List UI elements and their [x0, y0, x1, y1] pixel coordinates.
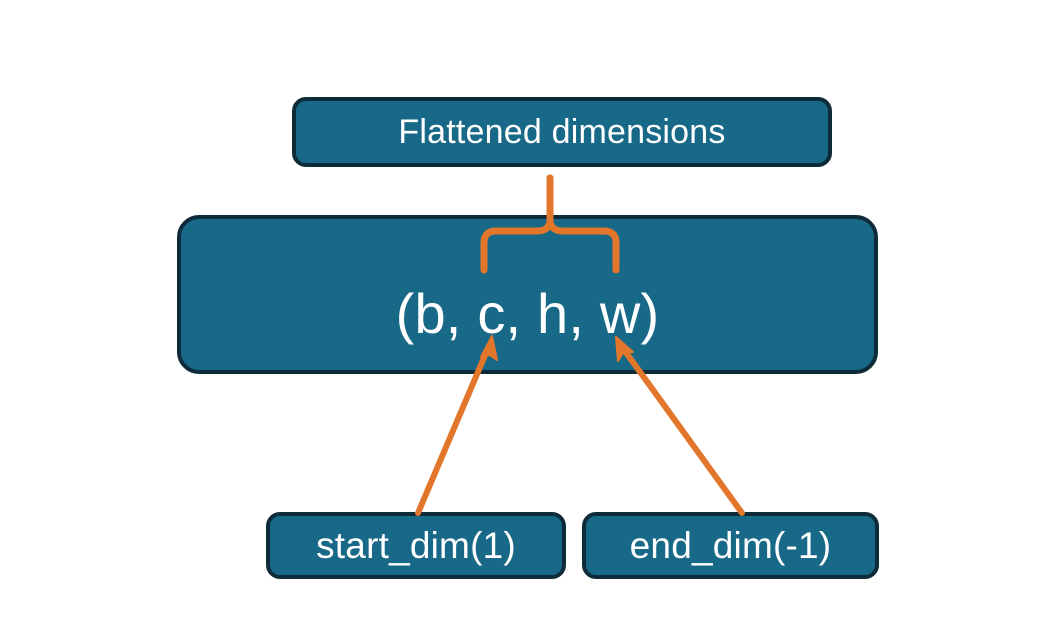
tensor-shape-label: (b, c, h, w): [395, 282, 660, 345]
start-dim-label: start_dim(1): [316, 524, 516, 566]
end-dim-label: end_dim(-1): [629, 524, 832, 566]
flattened-dimensions-label: Flattened dimensions: [398, 112, 726, 151]
start-dim-box[interactable]: start_dim(1): [266, 512, 566, 579]
end-dim-box[interactable]: end_dim(-1): [582, 512, 879, 579]
flattened-dimensions-box[interactable]: Flattened dimensions: [292, 97, 832, 167]
tensor-shape-box[interactable]: (b, c, h, w): [177, 215, 878, 374]
